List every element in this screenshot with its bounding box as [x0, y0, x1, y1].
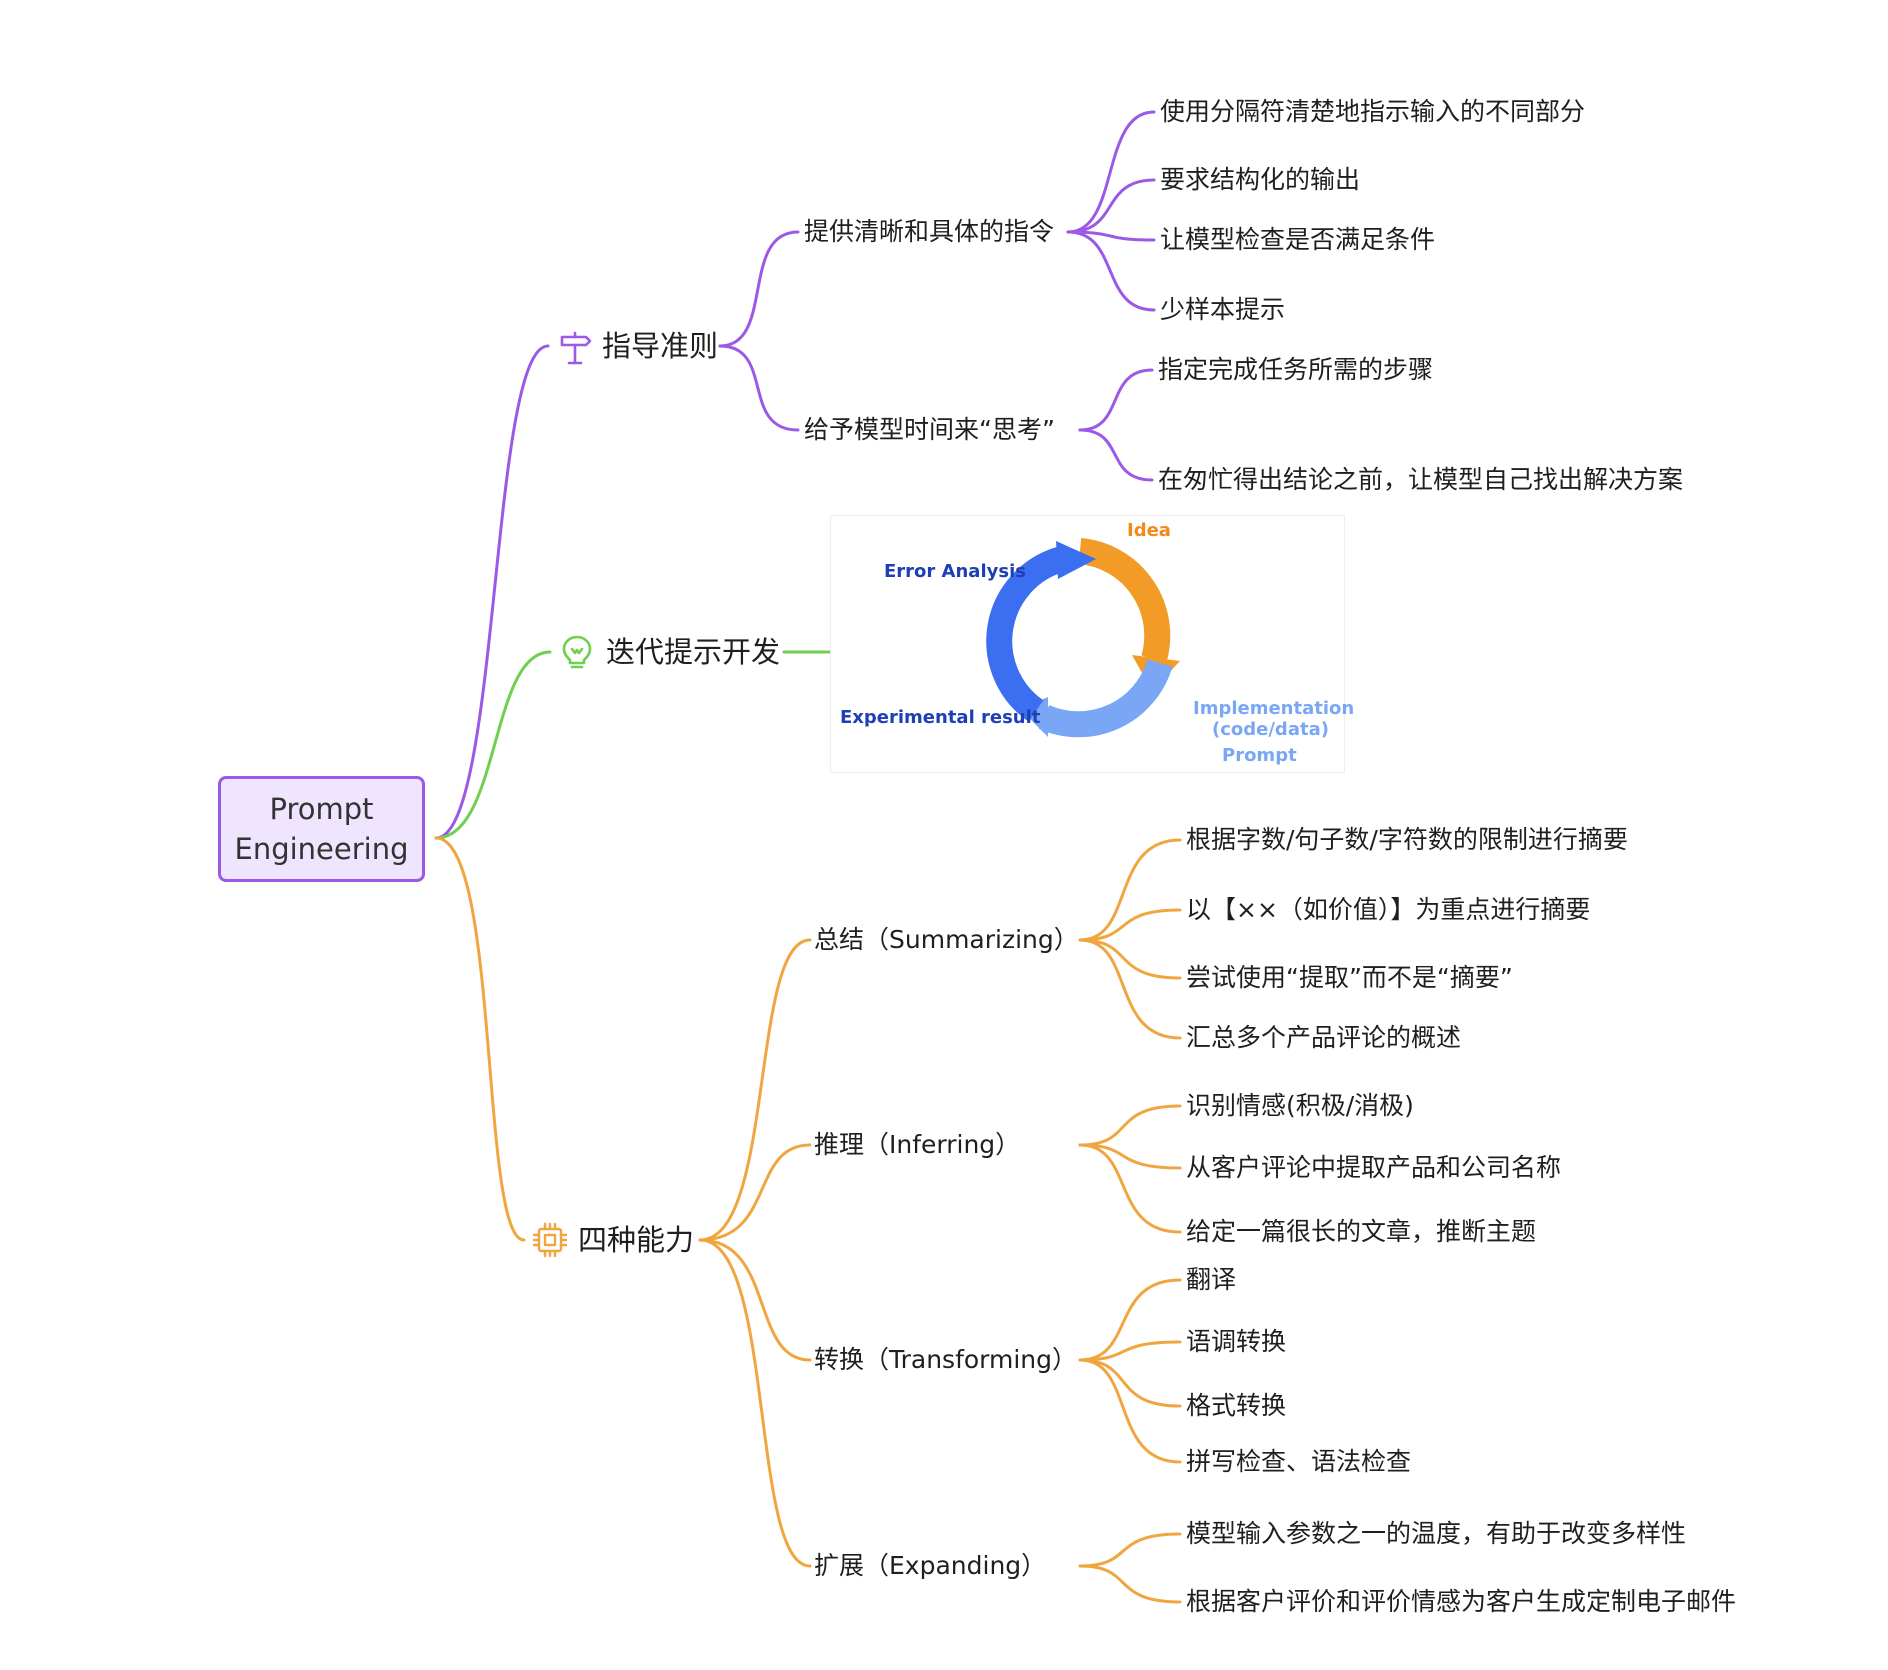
leaf-node[interactable]: 指定完成任务所需的步骤: [1158, 355, 1434, 384]
leaf-node[interactable]: 翻译: [1186, 1265, 1237, 1294]
edge-root-abilities: [434, 836, 526, 1242]
cycle-arc-error: [986, 546, 1066, 722]
leaf-node[interactable]: 使用分隔符清楚地指示输入的不同部分: [1160, 97, 1586, 126]
edge-e-leaf-1: [1078, 1532, 1182, 1568]
cycle-arrow-blue: [1056, 541, 1096, 579]
leaf-node[interactable]: 根据字数/句子数/字符数的限制进行摘要: [1186, 825, 1628, 854]
edge-g1-leaf-4: [1066, 230, 1156, 312]
edge-i-leaf-1: [1078, 1104, 1182, 1147]
edge-t-leaf-2: [1078, 1340, 1182, 1362]
node-expanding[interactable]: 扩展（Expanding）: [814, 1551, 1047, 1580]
cycle-label-code-data: (code/data): [1212, 719, 1329, 740]
leaf-node[interactable]: 格式转换: [1186, 1391, 1287, 1420]
root-title-line2: Engineering: [234, 832, 409, 866]
edge-root-guidelines: [434, 344, 550, 840]
edge-g2-leaf-2: [1078, 428, 1154, 482]
edge-t-leaf-3: [1078, 1358, 1182, 1408]
edge-s-leaf-1: [1078, 838, 1182, 942]
leaf-node[interactable]: 给定一篇很长的文章，推断主题: [1186, 1217, 1537, 1246]
cycle-label-idea: Idea: [1127, 520, 1171, 541]
lightbulb-icon: [562, 635, 592, 669]
edge-s-leaf-3: [1078, 938, 1182, 980]
leaf-node[interactable]: 从客户评论中提取产品和公司名称: [1186, 1153, 1562, 1182]
edge-e-leaf-2: [1078, 1564, 1182, 1604]
leaf-node[interactable]: 模型输入参数之一的温度，有助于改变多样性: [1186, 1519, 1687, 1548]
edge-root-iterative: [434, 650, 552, 840]
leaf-node[interactable]: 要求结构化的输出: [1160, 165, 1361, 194]
branch-four-abilities[interactable]: 四种能力: [578, 1223, 695, 1257]
branch-guidelines[interactable]: 指导准则: [602, 329, 719, 363]
chip-icon: [532, 1222, 568, 1258]
cycle-arc-idea: [1078, 538, 1171, 663]
edge-i-leaf-2: [1078, 1143, 1182, 1170]
edge-abilities-3: [698, 1238, 812, 1362]
branch-iterative-development[interactable]: 迭代提示开发: [606, 635, 781, 669]
signpost-icon: [560, 331, 592, 365]
root-title-line1: Prompt: [269, 792, 374, 826]
leaf-node[interactable]: 识别情感(积极/消极): [1186, 1091, 1414, 1120]
root-node[interactable]: Prompt Engineering: [218, 776, 425, 882]
leaf-node[interactable]: 汇总多个产品评论的概述: [1186, 1023, 1462, 1052]
cycle-label-error-analysis: Error Analysis: [884, 561, 1026, 582]
cycle-arc-prompt: [1038, 658, 1173, 738]
node-summarizing[interactable]: 总结（Summarizing）: [814, 925, 1079, 954]
edge-guidelines-1: [718, 230, 800, 348]
edge-abilities-1: [698, 938, 812, 1242]
edge-g1-leaf-2: [1066, 178, 1156, 234]
node-transforming[interactable]: 转换（Transforming）: [814, 1345, 1078, 1374]
edge-g1-leaf-1: [1066, 110, 1156, 234]
leaf-node[interactable]: 少样本提示: [1160, 295, 1286, 324]
edge-s-leaf-2: [1078, 908, 1182, 942]
node-time-to-think[interactable]: 给予模型时间来“思考”: [804, 415, 1055, 444]
cycle-label-prompt: Prompt: [1222, 745, 1297, 766]
leaf-node[interactable]: 根据客户评价和评价情感为客户生成定制电子邮件: [1186, 1587, 1737, 1616]
edge-guidelines-2: [718, 344, 800, 432]
cycle-label-experimental-result: Experimental result: [840, 707, 1041, 728]
leaf-node[interactable]: 让模型检查是否满足条件: [1160, 225, 1436, 254]
node-inferring[interactable]: 推理（Inferring）: [814, 1130, 1021, 1159]
edge-abilities-4: [698, 1238, 812, 1568]
edge-g1-leaf-3: [1066, 230, 1156, 242]
edge-t-leaf-4: [1078, 1358, 1182, 1464]
leaf-node[interactable]: 以【××（如价值）】为重点进行摘要: [1186, 895, 1591, 924]
leaf-node[interactable]: 语调转换: [1186, 1327, 1287, 1356]
edge-abilities-2: [698, 1143, 812, 1242]
leaf-node[interactable]: 拼写检查、语法检查: [1186, 1447, 1412, 1476]
iteration-cycle-image: Idea Error Analysis Experimental result …: [830, 515, 1354, 773]
edge-g2-leaf-1: [1078, 368, 1154, 432]
leaf-node[interactable]: 在匆忙得出结论之前，让模型自己找出解决方案: [1158, 465, 1684, 494]
edge-t-leaf-1: [1078, 1278, 1182, 1362]
node-clear-instructions[interactable]: 提供清晰和具体的指令: [804, 217, 1055, 246]
edge-i-leaf-3: [1078, 1143, 1182, 1234]
leaf-node[interactable]: 尝试使用“提取”而不是“摘要”: [1186, 963, 1513, 992]
edge-s-leaf-4: [1078, 938, 1182, 1040]
cycle-label-implementation: Implementation: [1193, 698, 1355, 719]
